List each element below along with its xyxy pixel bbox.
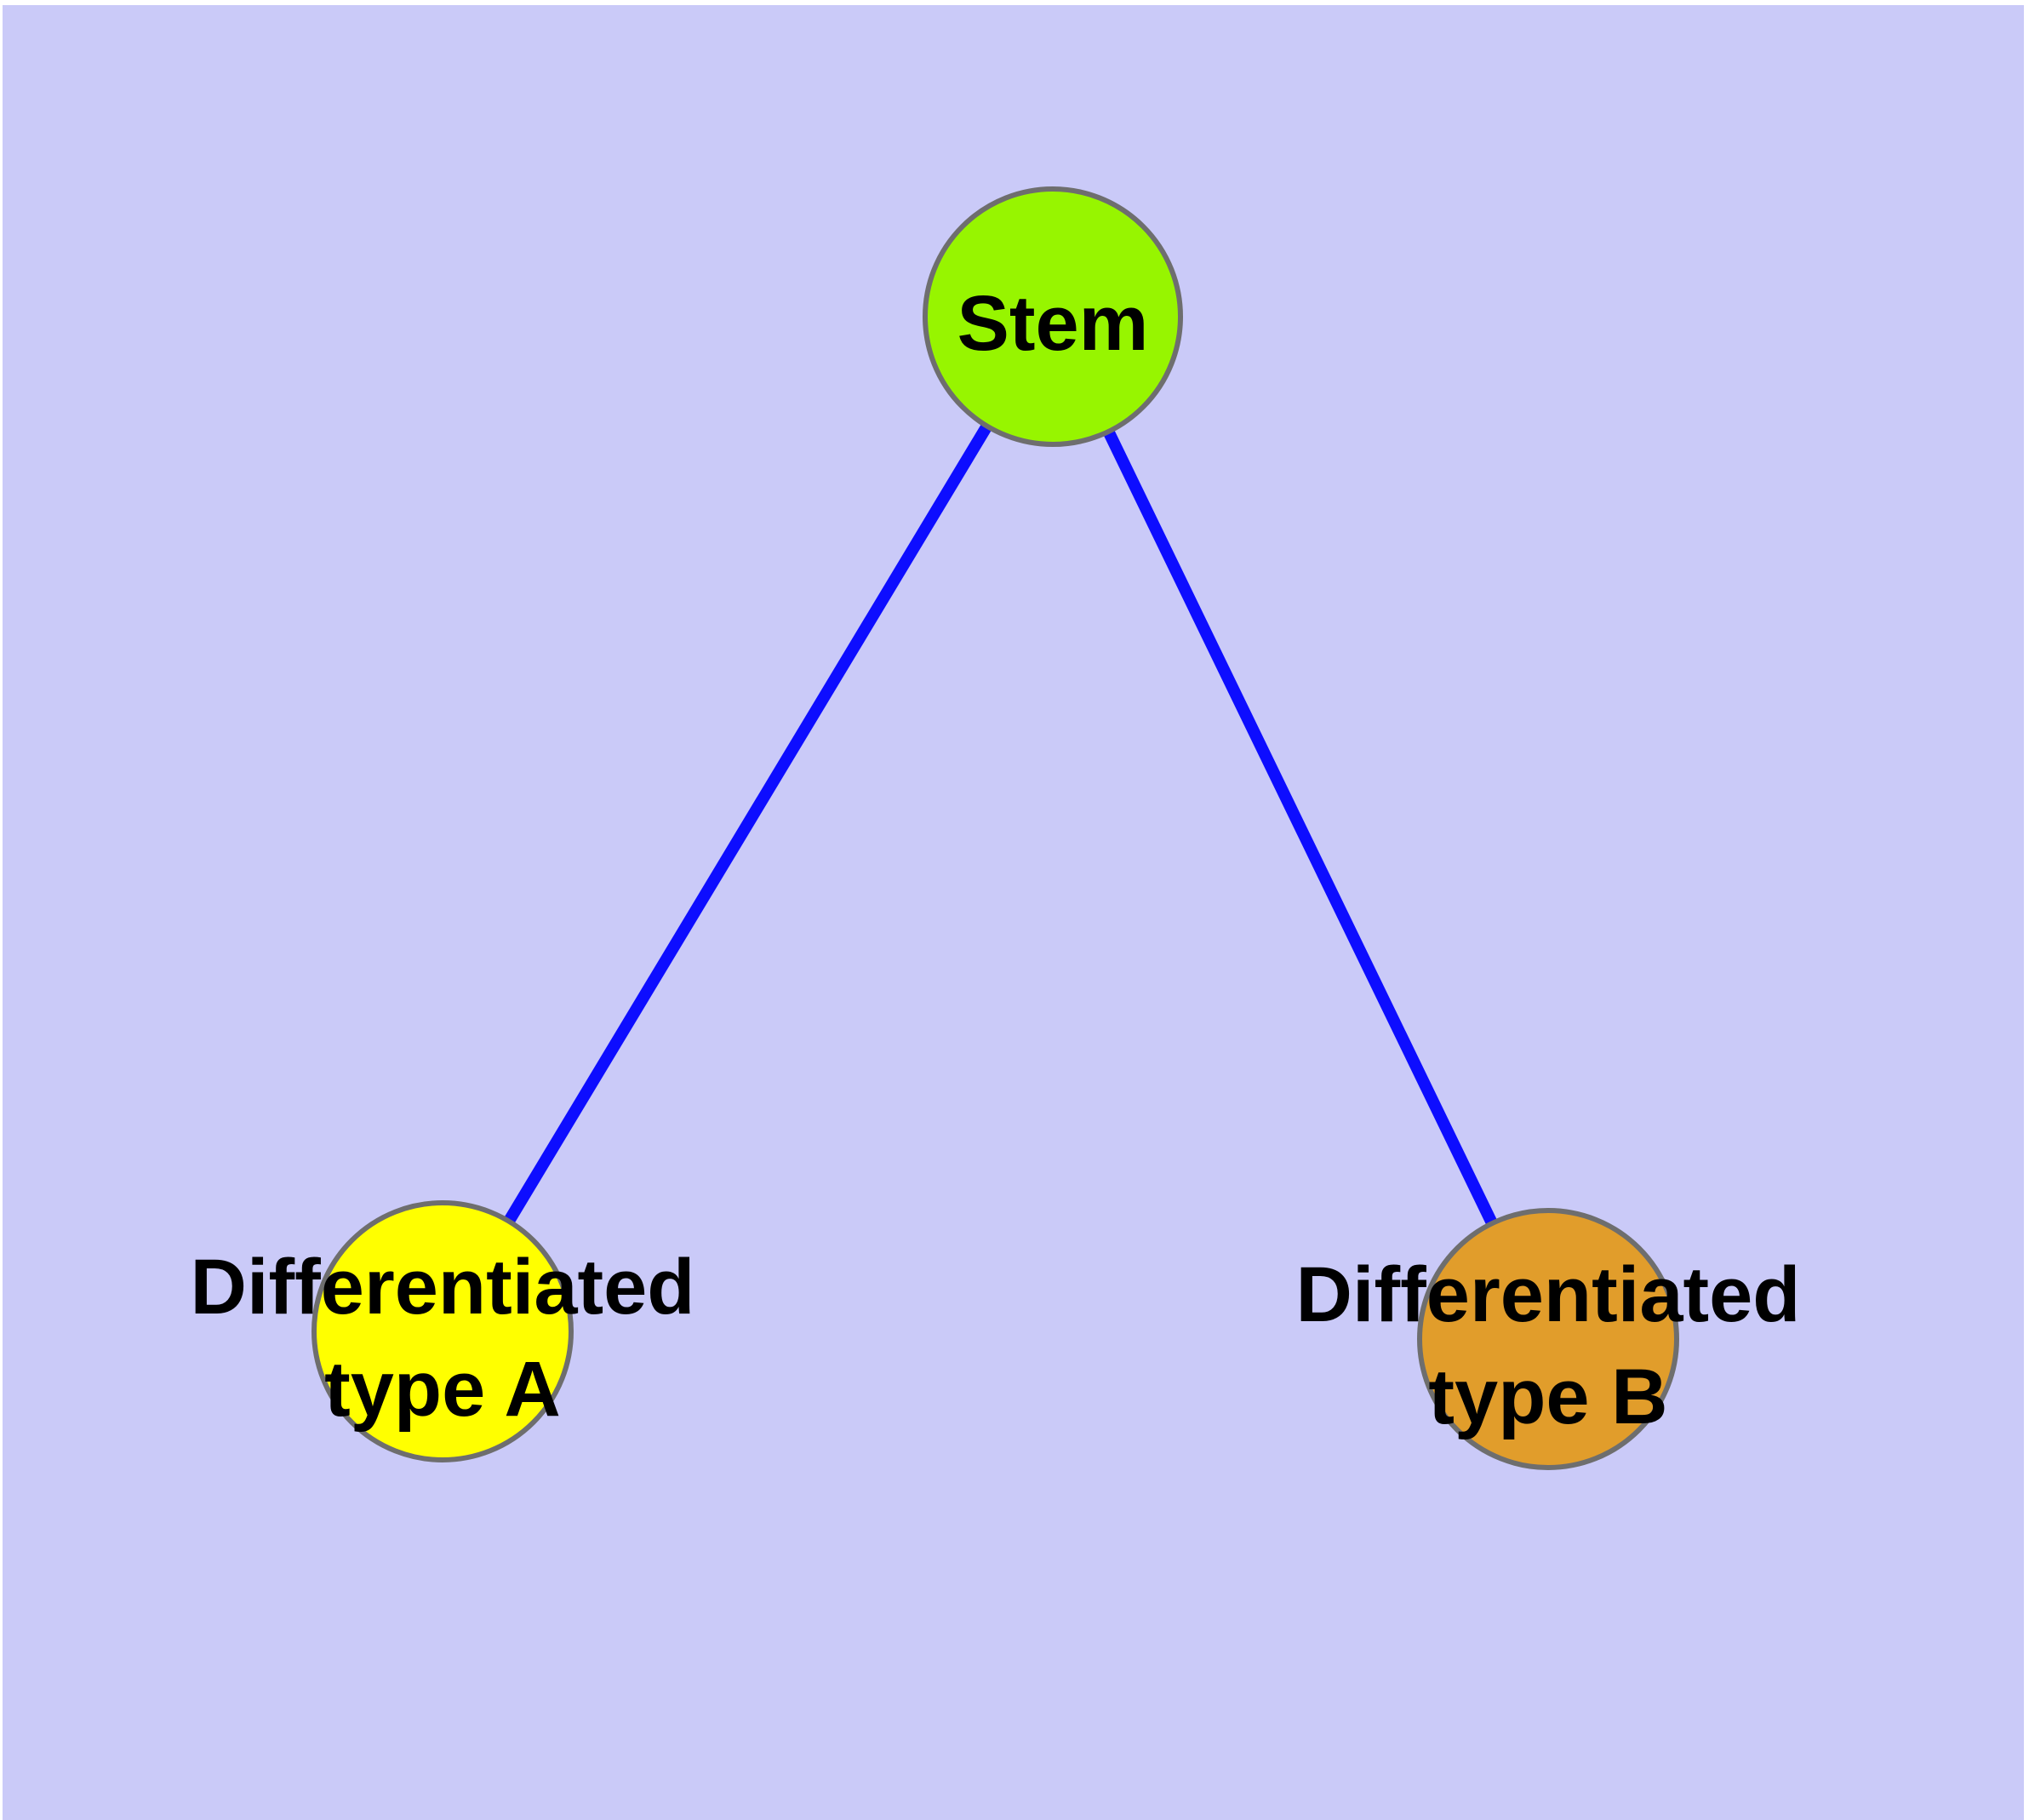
node-stem (923, 186, 1183, 447)
node-type-b-label-line-2: type B (1428, 1354, 1667, 1440)
node-type-a-label-line-1: Differentiated (191, 1244, 695, 1331)
node-stem-label: Stem (957, 280, 1149, 367)
edge-stem-to-type-a (437, 313, 1058, 1335)
node-differentiated-type-b (1417, 1208, 1679, 1470)
node-type-a-label-line-2: type A (324, 1346, 561, 1433)
node-differentiated-type-a (311, 1200, 574, 1462)
edge-stem-to-type-b (1047, 313, 1554, 1342)
node-type-b-label-line-1: Differentiated (1296, 1251, 1801, 1338)
